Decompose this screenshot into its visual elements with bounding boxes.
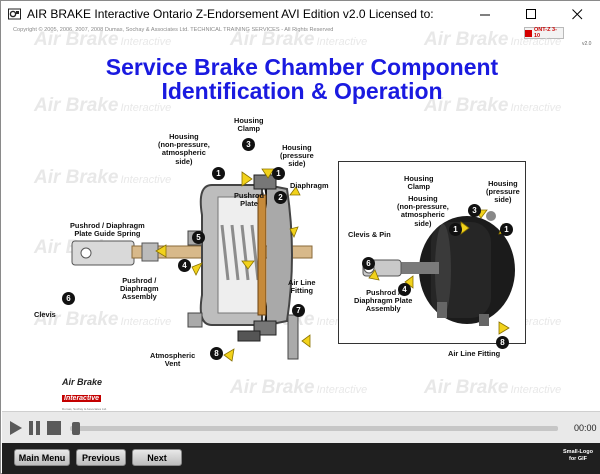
media-player: 00:00 (2, 411, 600, 443)
window-title: AIR BRAKE Interactive Ontario Z-Endorsem… (27, 7, 434, 21)
label-air-line-fitting-text: Air Line Fitting (288, 278, 316, 296)
callout-2: 2 (274, 191, 287, 204)
inset-label-clevis-pin-text: Clevis & Pin (348, 230, 391, 239)
main-menu-button[interactable]: Main Menu (14, 449, 70, 466)
watermark-sub: Interactive (316, 384, 368, 396)
inset-label-housing-nonpressure-text: Housing (non-pressure, atmospheric side) (397, 194, 449, 228)
nav-bar: Main Menu Previous Next Small-Logo for G… (2, 443, 600, 474)
version-badge: ONT-Z 3-10 (524, 27, 564, 39)
maximize-button[interactable] (509, 1, 554, 27)
seek-track[interactable] (70, 426, 558, 431)
brake-chamber-cutaway (71, 168, 313, 362)
callout-1: 1 (212, 167, 225, 180)
watermark-main: Air Brake (424, 29, 509, 50)
label-housing-nonpressure-text: Housing (non-pressure, atmospheric side) (158, 132, 210, 166)
close-icon (572, 8, 583, 19)
callout-4: 4 (178, 259, 191, 272)
app-icon (8, 8, 21, 20)
callout-1: 1 (500, 223, 513, 236)
label-air-line-fitting: Air Line Fitting (288, 278, 316, 296)
title-bar[interactable]: AIR BRAKE Interactive Ontario Z-Endorsem… (1, 1, 600, 27)
slide-title-line1: Service Brake Chamber Component (105, 54, 499, 80)
flag-icon (525, 29, 532, 37)
label-guide-spring-text: Pushrod / Diaphragm Plate Guide Spring (70, 221, 145, 239)
time-display: 00:00 (574, 423, 597, 433)
small-logo-text: Small-Logo for GIF (563, 449, 593, 462)
copyright-text: Copyright © 2005, 2006, 2007, 2008 Dumas… (13, 27, 334, 33)
label-housing-pressure: Housing (pressure side) (280, 143, 314, 169)
slide-content: Copyright © 2005, 2006, 2007, 2008 Dumas… (2, 27, 600, 411)
inset-photo-panel (338, 161, 526, 344)
label-pushrod-plate: Pushrod Plate (234, 191, 264, 209)
version-sub: v2.0 (582, 41, 592, 47)
minimize-button[interactable] (463, 1, 508, 27)
close-button[interactable] (555, 1, 600, 27)
callout-4: 4 (398, 283, 411, 296)
brake-chamber-photo (362, 209, 515, 335)
small-logo-placeholder: Small-Logo for GIF (556, 449, 600, 463)
label-housing-pressure-text: Housing (pressure side) (280, 143, 314, 169)
inset-label-housing-clamp: Housing Clamp (404, 174, 434, 192)
callout-7: 7 (292, 304, 305, 317)
inset-label-housing-pressure: Housing (pressure side) (486, 179, 520, 205)
callout-5: 5 (192, 231, 205, 244)
label-pushrod-plate-text: Pushrod Plate (234, 191, 264, 209)
label-clevis: Clevis (34, 310, 56, 319)
inset-label-air-line-fitting: Air Line Fitting (448, 349, 501, 358)
watermark-sub: Interactive (510, 384, 562, 396)
callout-3: 3 (242, 138, 255, 151)
logo-line1: Air Brake (62, 377, 103, 387)
logo-small-text: Dumas, Sochay & Associates Ltd. (62, 407, 108, 411)
maximize-icon (526, 8, 536, 19)
inset-label-air-line-fitting-text: Air Line Fitting (448, 349, 501, 358)
slide-title: Service Brake Chamber Component Identifi… (62, 55, 542, 103)
callout-1: 1 (449, 223, 462, 236)
air-brake-logo: Air Brake Interactive Dumas, Sochay & As… (62, 377, 142, 411)
slide-title-line2: Identification & Operation (161, 78, 443, 104)
inset-label-clevis-pin: Clevis & Pin (348, 230, 391, 239)
label-diaphragm-text: Diaphragm (290, 181, 329, 190)
watermark-sub: Interactive (510, 102, 562, 114)
watermark-main: Air Brake (230, 377, 315, 398)
label-clevis-text: Clevis (34, 310, 56, 319)
label-atmospheric-vent: Atmospheric Vent (150, 351, 196, 369)
previous-button[interactable]: Previous (76, 449, 126, 466)
next-button[interactable]: Next (132, 449, 182, 466)
watermark-sub: Interactive (120, 36, 172, 48)
callout-6: 6 (62, 292, 75, 305)
callout-1: 1 (272, 167, 285, 180)
label-housing-clamp-text: Housing Clamp (234, 116, 264, 134)
version-badge-label: ONT-Z 3-10 (533, 27, 557, 39)
label-guide-spring: Pushrod / Diaphragm Plate Guide Spring (70, 221, 145, 239)
inset-label-housing-clamp-text: Housing Clamp (404, 174, 434, 192)
watermark-main: Air Brake (424, 377, 509, 398)
play-icon[interactable] (9, 421, 23, 435)
logo-line2: Interactive (62, 395, 102, 402)
stop-icon[interactable] (47, 421, 61, 435)
seek-thumb[interactable] (72, 422, 80, 435)
pause-icon[interactable] (28, 421, 42, 435)
label-pushrod-assembly: Pushrod / Diaphragm Assembly (120, 276, 159, 302)
inset-label-housing-nonpressure: Housing (non-pressure, atmospheric side) (397, 194, 449, 228)
label-housing-nonpressure: Housing (non-pressure, atmospheric side) (158, 132, 210, 166)
label-diaphragm: Diaphragm (290, 181, 329, 190)
callout-6: 6 (362, 257, 375, 270)
callout-8: 8 (496, 336, 509, 349)
callout-8: 8 (210, 347, 223, 360)
minimize-icon (480, 14, 490, 15)
callout-3: 3 (468, 204, 481, 217)
label-pushrod-assembly-text: Pushrod / Diaphragm Assembly (120, 276, 159, 302)
watermark-sub: Interactive (316, 36, 368, 48)
inset-label-housing-pressure-text: Housing (pressure side) (486, 179, 520, 205)
label-atmospheric-vent-text: Atmospheric Vent (150, 351, 196, 369)
label-housing-clamp: Housing Clamp (234, 116, 264, 134)
